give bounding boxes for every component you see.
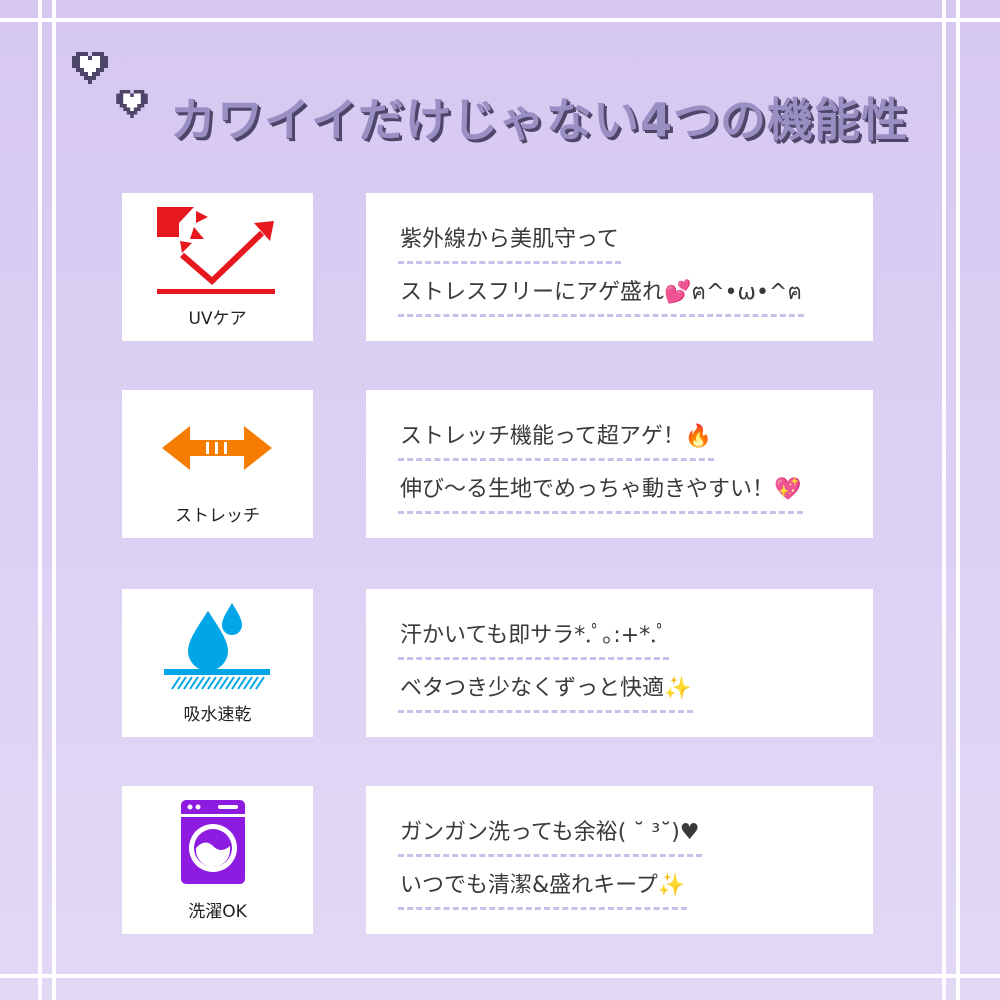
- feature-text-card-quickdry: 汗かいても即サラ*.ﾟ｡:+*.ﾟ ベタつき少なくずっと快適✨: [366, 589, 873, 737]
- frame-line-left-inner: [52, 0, 56, 1000]
- feature-line: ストレッチ機能って超アゲ！🔥: [398, 420, 715, 461]
- frame-line-left-outer: [38, 0, 42, 1000]
- feature-line: ガンガン洗っても余裕( ˘ ³˘)♥: [398, 816, 702, 857]
- feature-label: ストレッチ: [175, 506, 260, 526]
- feature-text-card-uv: 紫外線から美肌守って ストレスフリーにアゲ盛れ💕ฅ^•ω•^ฅ: [366, 193, 873, 341]
- feature-label: 洗濯OK: [188, 902, 247, 922]
- frame-line-right-inner: [942, 0, 946, 1000]
- feature-line: ベタつき少なくずっと快適✨: [398, 672, 694, 713]
- washing-machine-icon: [181, 800, 245, 884]
- feature-line: 伸び〜る生地でめっちゃ動きやすい！💖: [398, 473, 804, 514]
- uv-care-icon: [157, 207, 275, 294]
- feature-text-card-stretch: ストレッチ機能って超アゲ！🔥 伸び〜る生地でめっちゃ動きやすい！💖: [366, 390, 873, 538]
- feature-icon-card-stretch: ストレッチ: [122, 390, 313, 538]
- frame-line-top: [0, 18, 1000, 22]
- pixel-heart-icon: [116, 90, 148, 118]
- pixel-heart-icon: [72, 52, 108, 84]
- feature-icon-card-quickdry: 吸水速乾: [122, 589, 313, 737]
- feature-label: 吸水速乾: [183, 705, 252, 725]
- stretch-arrows-icon: [162, 426, 272, 470]
- feature-line: ストレスフリーにアゲ盛れ💕ฅ^•ω•^ฅ: [398, 276, 805, 317]
- frame-line-right-outer: [956, 0, 960, 1000]
- page-title: カワイイだけじゃない4つの機能性: [170, 93, 909, 147]
- feature-label: UVケア: [188, 309, 247, 329]
- feature-icon-card-uv: UVケア: [122, 193, 313, 341]
- feature-line: いつでも清潔&盛れキープ✨: [398, 869, 688, 910]
- feature-icon-card-washable: 洗濯OK: [122, 786, 313, 934]
- frame-line-bottom: [0, 974, 1000, 978]
- water-drops-icon: [164, 603, 270, 690]
- section-heading: カワイイだけじゃない4つの機能性: [72, 52, 952, 162]
- feature-line: 汗かいても即サラ*.ﾟ｡:+*.ﾟ: [398, 619, 670, 660]
- feature-line: 紫外線から美肌守って: [398, 223, 621, 264]
- feature-text-card-washable: ガンガン洗っても余裕( ˘ ³˘)♥ いつでも清潔&盛れキープ✨: [366, 786, 873, 934]
